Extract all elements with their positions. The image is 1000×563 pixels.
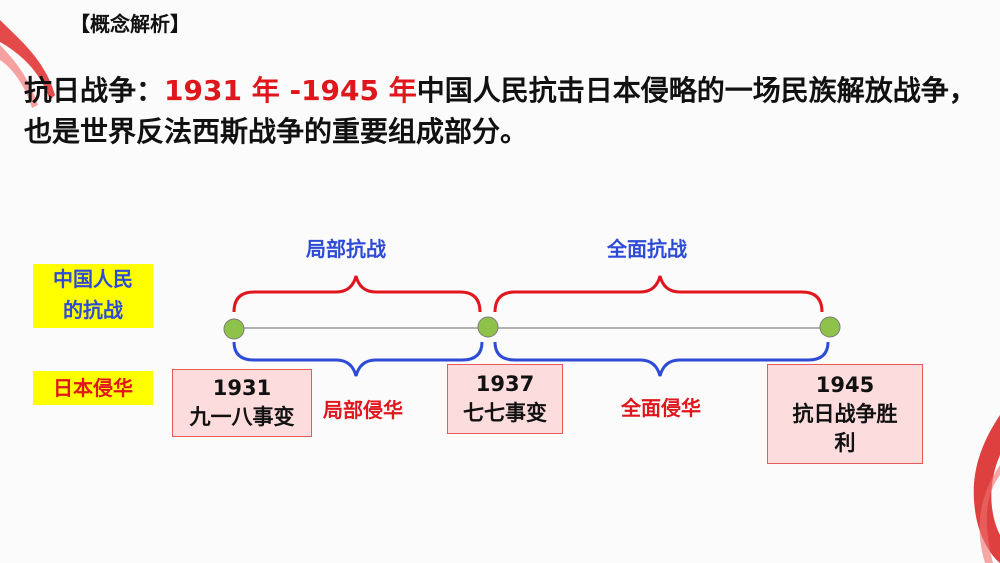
label-china-line2: 的抗战 — [63, 298, 123, 322]
timeline-node-1945 — [819, 316, 841, 338]
brace-partial-invasion — [232, 341, 484, 377]
brace-full-invasion — [493, 341, 830, 377]
event-year-1931: 1931 — [212, 376, 272, 400]
label-china-resistance: 中国人民 的抗战 — [33, 264, 153, 328]
red-ribbon-bottom-right — [973, 415, 1000, 563]
phase-partial-resistance: 局部抗战 — [306, 237, 386, 261]
brace-full-resistance — [493, 275, 824, 313]
event-box-1937: 1937 七七事变 — [447, 364, 563, 434]
intro-term: 抗日战争： — [24, 74, 165, 107]
label-china-line1: 中国人民 — [53, 267, 133, 291]
event-box-1945: 1945 抗日战争胜 利 — [767, 364, 923, 464]
phase-full-resistance: 全面抗战 — [607, 237, 687, 261]
phase-partial-invasion: 局部侵华 — [323, 398, 403, 422]
event-box-1931: 1931 九一八事变 — [172, 369, 312, 437]
event-year-1937: 1937 — [475, 372, 535, 396]
event-name-1945-cont: 利 — [834, 430, 856, 455]
red-ribbon-top-left — [0, 20, 55, 108]
intro-paragraph: 抗日战争：1931 年 -1945 年中国人民抗击日本侵略的一场民族解放战争，也… — [24, 70, 989, 152]
brace-partial-resistance — [232, 275, 482, 313]
timeline-node-1937 — [477, 316, 499, 338]
timeline-node-1931 — [223, 318, 245, 340]
event-year-1945: 1945 — [815, 372, 875, 397]
event-name-1931: 九一八事变 — [189, 405, 295, 429]
section-heading: 【概念解析】 — [70, 12, 190, 36]
intro-years: 1931 年 -1945 年 — [164, 74, 417, 107]
event-name-1945: 抗日战争胜 — [792, 401, 898, 426]
intro-description: 中国人民抗击日本侵略的一场民族解放战争，也是世界反法西斯战争的重要组成部分。 — [24, 74, 977, 148]
phase-full-invasion: 全面侵华 — [621, 396, 701, 420]
event-name-1937: 七七事变 — [463, 401, 547, 425]
label-japan-invasion: 日本侵华 — [33, 371, 153, 405]
